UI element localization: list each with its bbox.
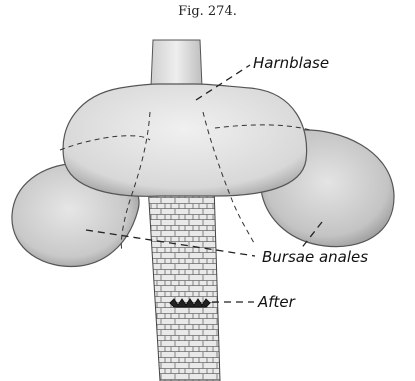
urinary-bladder (63, 84, 307, 196)
label-bursae-anales: Bursae anales (262, 248, 368, 266)
label-harnblase: Harnblase (253, 54, 329, 72)
rectum (148, 185, 220, 381)
label-after: After (257, 293, 296, 311)
